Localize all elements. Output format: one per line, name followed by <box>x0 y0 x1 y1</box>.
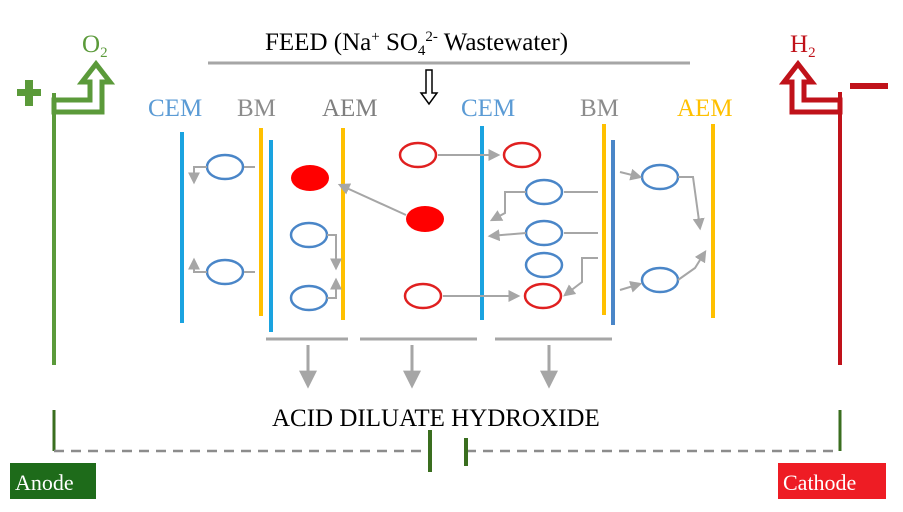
ion-blue <box>205 258 245 286</box>
ion-red-filled <box>291 165 329 191</box>
bm-label-1: BM <box>237 95 276 122</box>
outputs-label: ACID DILUATE HYDROXIDE <box>272 405 600 432</box>
hydrogen-out-arrow-icon <box>778 59 843 115</box>
ion-blue <box>205 153 245 181</box>
svg-text:Cathode: Cathode <box>783 470 856 495</box>
oxygen-out-arrow-icon <box>51 59 116 115</box>
ion-red-filled <box>406 206 444 232</box>
svg-text:H2: H2 <box>790 31 816 61</box>
flow-arrow <box>619 168 643 181</box>
flow-arrow <box>677 249 707 281</box>
flow-arrow <box>563 257 598 297</box>
plus-sign-icon <box>17 80 41 106</box>
aem-label-1: AEM <box>322 95 378 122</box>
ion-blue <box>524 178 564 206</box>
flow-arrow <box>188 257 207 273</box>
minus-sign-icon <box>850 83 888 89</box>
svg-text:Anode: Anode <box>15 470 74 495</box>
ion-blue <box>524 219 564 247</box>
ion-blue <box>289 221 329 249</box>
ion-red <box>403 282 443 310</box>
svg-text:FEED (Na+ SO42- Wastewater): FEED (Na+ SO42- Wastewater) <box>265 29 568 59</box>
ion-blue <box>640 266 680 294</box>
cathode-label-box: Cathode <box>778 463 886 499</box>
ion-blue <box>524 251 564 279</box>
ion-red <box>398 141 438 169</box>
flow-arrow <box>188 166 207 185</box>
ion-blue <box>640 163 680 191</box>
feed-down-arrow-icon <box>419 69 439 106</box>
flow-arrow <box>337 183 407 216</box>
flow-arrow <box>489 191 526 222</box>
anode-label-box: Anode <box>10 463 96 499</box>
feed-label: FEED (Na+ SO42- Wastewater) <box>265 29 568 59</box>
ion-red <box>502 141 542 169</box>
flow-arrow <box>678 176 705 231</box>
external-circuit <box>52 410 842 453</box>
ion-red <box>523 282 563 310</box>
anode-electrode <box>52 93 98 365</box>
svg-text:O2: O2 <box>82 31 108 61</box>
hydrogen-label: H2 <box>790 31 816 61</box>
ion-blue <box>289 284 329 312</box>
aem-label-2: AEM <box>677 95 733 122</box>
bm-label-2: BM <box>580 95 619 122</box>
flow-arrow <box>487 229 527 242</box>
cem-label-2: CEM <box>461 95 515 122</box>
battery-icon <box>428 430 468 472</box>
flow-arrow <box>327 277 342 299</box>
oxygen-label: O2 <box>82 31 108 61</box>
cem-label-1: CEM <box>148 95 202 122</box>
flow-arrow <box>619 281 643 293</box>
flow-arrow <box>327 234 342 271</box>
